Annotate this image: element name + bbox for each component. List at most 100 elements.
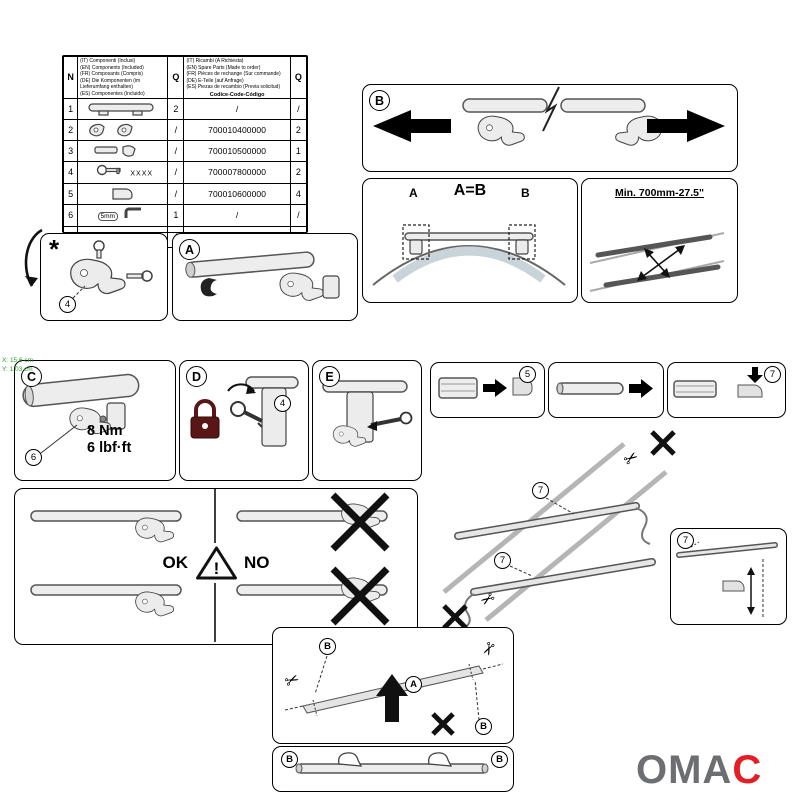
- equal-spacing-panel: A=B A B: [362, 178, 578, 303]
- bar-slide-illustration: [373, 86, 725, 146]
- x-mark-icon: [330, 492, 390, 552]
- table-row: 5 / 700010600000 4: [62, 182, 308, 205]
- included-line: (DE) Die Komponenten (im Lieferumfang en…: [80, 77, 141, 91]
- warning-triangle-icon: !: [195, 546, 237, 580]
- step-d-lock-panel: D 4: [179, 360, 309, 481]
- callout-7: 7: [494, 552, 511, 569]
- dimension-annotation: X: 15,6 cm Y: 1,03 cm: [2, 357, 33, 375]
- rubber-pad-icon: [94, 144, 136, 157]
- part-code: 700007800000: [183, 160, 291, 184]
- callout-4: 4: [274, 395, 291, 412]
- logo-red-letter: C: [732, 748, 763, 792]
- dim-b-label: B: [521, 186, 530, 200]
- part-icon-cell: [77, 182, 169, 205]
- included-line: (ES) Componentes (Incluido): [80, 90, 145, 97]
- parts-table-grid: N (IT) Componenti (Inclusi) (EN) Compone…: [62, 56, 308, 248]
- roof-trim-illustration: [442, 430, 676, 630]
- step-c-torque-panel: C 8 Nm 6 lbf·ft 6: [14, 360, 176, 481]
- logo-gray-letters: OMA: [636, 748, 733, 792]
- press-strip-illustration: [295, 752, 489, 774]
- label-b-circle: B: [281, 751, 298, 768]
- part-qty: /: [167, 160, 185, 184]
- callout-7: 7: [532, 482, 549, 499]
- callout-7: 7: [677, 532, 694, 549]
- lock-icon: [190, 399, 220, 439]
- panel-c-label: C: [21, 366, 42, 387]
- part-n: 2: [62, 118, 79, 141]
- ok-no-legend: OK ! NO: [156, 543, 276, 583]
- step-a-panel: A: [172, 233, 358, 321]
- part-code: 700010500000: [183, 139, 291, 162]
- part-n: 1: [62, 97, 79, 120]
- panel-b-label: B: [369, 90, 390, 111]
- press-strip-panel: B B: [272, 746, 514, 792]
- end-cap-icon: [112, 187, 133, 200]
- part-n: 4: [62, 160, 79, 184]
- col-header-q2: Q: [289, 56, 308, 99]
- label-b-circle: B: [491, 751, 508, 768]
- part-icon-cell: [77, 97, 169, 120]
- dimension-x: X: 15,6 cm: [2, 357, 34, 364]
- cut-strip-panel: ✂ ✂ B B A: [272, 627, 514, 744]
- roof-side-illustration: [589, 232, 725, 292]
- key-icon: [97, 164, 121, 175]
- lock-clamp-illustration: [70, 240, 153, 299]
- callout-4: 4: [59, 296, 76, 313]
- clamp-pair-icon: [88, 123, 133, 136]
- torque-lbf: 6 lbf·ft: [87, 439, 132, 456]
- table-row: 4 XXXX / 700007800000 2: [62, 160, 308, 184]
- part-spare-qty: /: [289, 203, 308, 227]
- part-qty: /: [167, 182, 185, 205]
- ok-no-illustration: [30, 489, 390, 642]
- cap-press-illustration: [673, 367, 763, 398]
- label-a-circle: A: [405, 676, 422, 693]
- part-code: /: [183, 97, 291, 120]
- x-mark-icon: [442, 604, 468, 630]
- torque-spec: 8 Nm 6 lbf·ft: [87, 423, 131, 456]
- arrow-up-icon: [376, 674, 408, 722]
- x-mark-icon: [431, 712, 455, 736]
- bar-assembly-illustration: [185, 251, 340, 301]
- table-row: 1 2 / /: [62, 97, 308, 120]
- part-spare-qty: 4: [289, 182, 308, 205]
- dimension-y: Y: 1,03 cm: [2, 365, 33, 373]
- part-qty: /: [167, 118, 185, 141]
- col-header-q1: Q: [167, 56, 185, 99]
- label-b-circle: B: [475, 718, 492, 735]
- spare-line: (FR) Pièces de rechange (Sur commande): [186, 71, 281, 77]
- dim-a-label: A: [409, 186, 418, 200]
- arrow-right-icon: [629, 379, 653, 398]
- part-icon-cell: XXXX: [77, 160, 169, 184]
- included-line: (FR) Composants (Compris): [80, 71, 143, 78]
- strip-trim-illustration: [676, 541, 778, 617]
- part-icon-cell: [77, 118, 169, 141]
- min-distance-panel: Min. 700mm-27.5": [581, 178, 738, 303]
- x-mark-icon: [330, 566, 390, 626]
- roof-trim-diagram: 7 7 ✂ ✂: [428, 424, 680, 630]
- torque-nm: 8 Nm: [87, 423, 123, 439]
- bar-slide-small-illustration: [556, 379, 653, 398]
- curved-arrow-icon: [24, 228, 43, 287]
- key-icon: [370, 411, 413, 427]
- part-icon-cell: 5mm: [77, 203, 169, 227]
- included-line: (IT) Componenti (Inclusi): [80, 58, 136, 65]
- panel-a-label: A: [179, 239, 200, 260]
- step-e-key-panel: E: [312, 360, 422, 481]
- table-row: 3 / 700010500000 1: [62, 139, 308, 162]
- break-symbol: [542, 86, 560, 132]
- spare-line: (EN) Spare Parts (Made to order): [186, 64, 261, 71]
- col-header-n: N: [62, 56, 79, 99]
- ok-label: OK: [162, 553, 189, 572]
- arrow-right-icon: [483, 379, 507, 397]
- callout-5: 5: [519, 366, 536, 383]
- part-qty: 1: [167, 203, 185, 227]
- part-icon-cell: [77, 139, 169, 162]
- cut-strip-illustration: [284, 655, 504, 736]
- arrow-down-icon: [747, 367, 763, 383]
- table-row: 2 / 700010400000 2: [62, 118, 308, 141]
- key-count-label: XXXX: [130, 169, 154, 177]
- part-code: 700010600000: [183, 182, 291, 205]
- part-spare-qty: /: [289, 97, 308, 120]
- callout-6: 6: [25, 449, 42, 466]
